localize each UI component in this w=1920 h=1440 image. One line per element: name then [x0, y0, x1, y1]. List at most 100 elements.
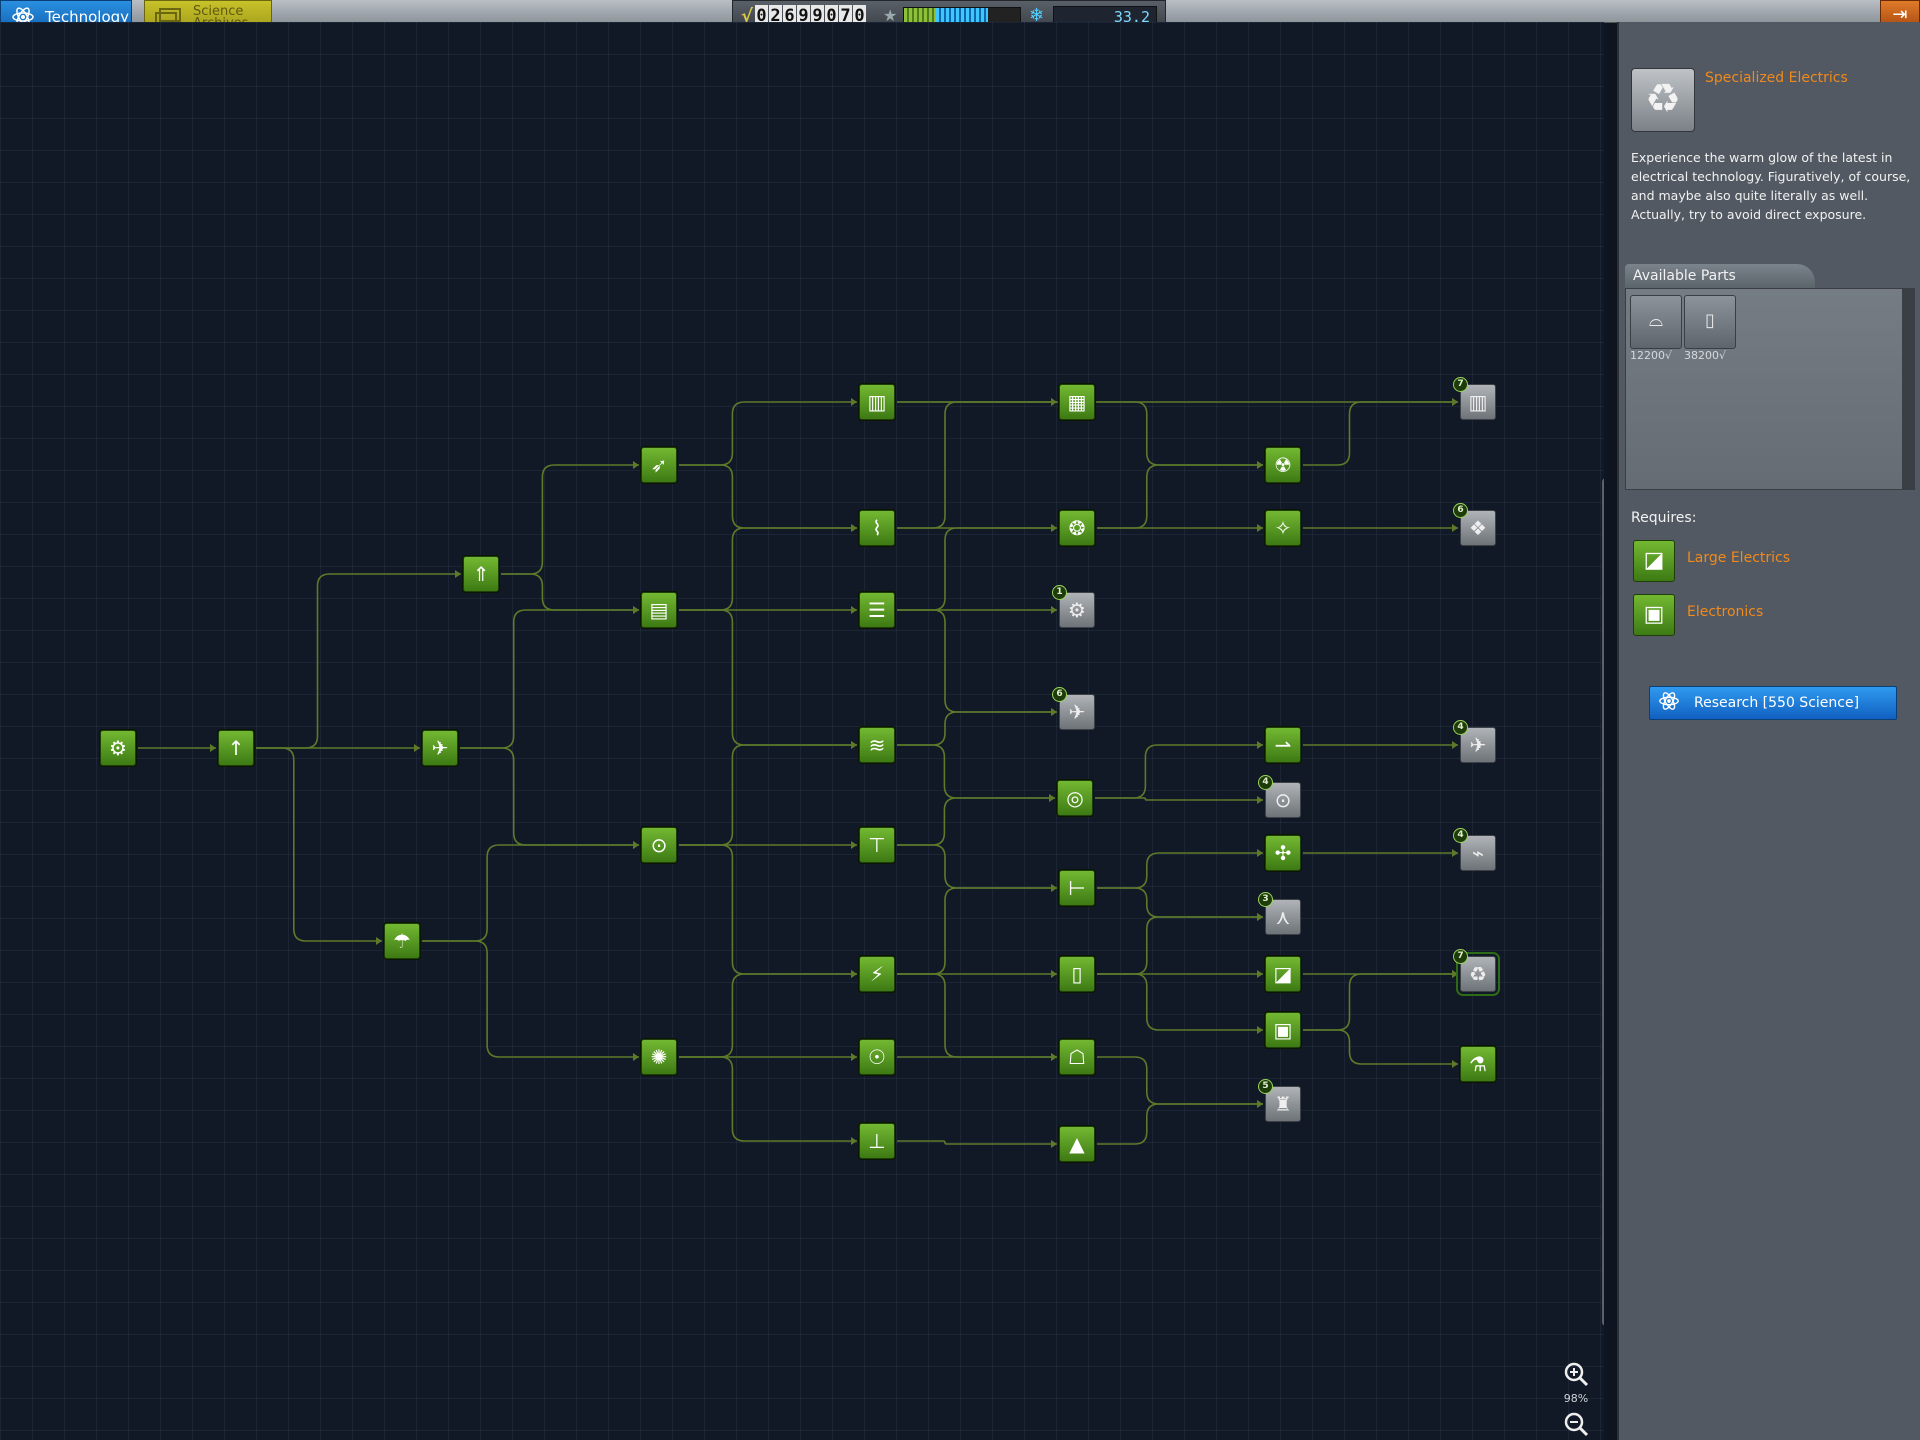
- tech-node-advRocketry[interactable]: ➶: [641, 447, 677, 483]
- tech-node-cost-badge: 5: [1258, 1079, 1273, 1094]
- tech-node-advElectrics[interactable]: ▯: [1059, 956, 1095, 992]
- tech-node-scienceTech[interactable]: ⚗: [1460, 1046, 1496, 1082]
- tab-technology[interactable]: Technology: [0, 0, 132, 34]
- tech-node-electronics[interactable]: ▣: [1265, 1012, 1301, 1048]
- tech-link-arrow: [851, 606, 857, 614]
- requires-item-name[interactable]: Large Electrics: [1687, 550, 1791, 566]
- tech-link: [1097, 401, 1263, 466]
- tech-link: [897, 797, 1055, 846]
- tech-node-advAerodynamics[interactable]: ⊙4: [1258, 775, 1301, 818]
- tech-link-arrow: [1452, 1060, 1458, 1068]
- tech-node-aviation[interactable]: ≋: [859, 727, 895, 763]
- large-electrics-icon[interactable]: ◪: [1633, 540, 1675, 582]
- tech-link-arrow: [210, 744, 216, 752]
- tech-node-landing[interactable]: ⊥: [859, 1123, 895, 1159]
- tech-node-veryHeavyRocketry[interactable]: ▦: [1059, 384, 1095, 420]
- reputation-icon: ★: [883, 6, 898, 25]
- research-button[interactable]: Research [550 Science]: [1649, 686, 1897, 720]
- tech-link-arrow: [851, 398, 857, 406]
- available-parts-list[interactable]: ⌓ 12200√ ▯ 38200√: [1625, 288, 1915, 490]
- tech-node-veryHeavyRocketry2[interactable]: ▥7: [1453, 377, 1496, 420]
- tech-node-heavyRocketry[interactable]: ▥: [859, 384, 895, 420]
- tech-node-basicRocketry[interactable]: ↑: [218, 730, 254, 766]
- tech-tree-canvas[interactable]: ⚙ ↑ ⇑ ✈ ☂ ➶ ▤ ⊙ ✺ ▥ ⌇ ☰ ≋ ⊤ ⚡ ☉ ⊥ ▦ ❂ ⚙1 ✈6 ◎ ⊢ ▯ ☖ ▲ ☢ ✧ ⇀ ⊙4 ✣ ⋏3 ◪ ▣ ♜5…: [0, 22, 1604, 1440]
- tech-node-icon: ▯: [1071, 962, 1083, 986]
- tech-link: [1097, 1056, 1263, 1105]
- tech-node-nuclearPropulsion[interactable]: ☢: [1265, 447, 1301, 483]
- tech-node-electrics[interactable]: ⚡: [859, 956, 895, 992]
- tech-link: [1097, 464, 1263, 529]
- tech-node-icon: ⋏: [1275, 905, 1291, 929]
- tech-link-arrow: [1051, 606, 1057, 614]
- tech-node-ionPropulsion[interactable]: ❖6: [1453, 503, 1496, 546]
- tech-link-arrow: [1257, 741, 1263, 749]
- tech-link: [1097, 973, 1263, 1031]
- tech-node-advMetalWorks[interactable]: ⋏3: [1258, 892, 1301, 935]
- tech-link: [1303, 1029, 1458, 1065]
- tech-node-largeElectrics[interactable]: ◪: [1265, 956, 1301, 992]
- part-price: 12200√: [1630, 349, 1673, 362]
- tech-node-icon: ➶: [650, 453, 668, 477]
- tech-node-survivability[interactable]: ☂: [384, 923, 420, 959]
- zoom-out-button[interactable]: [1562, 1410, 1590, 1438]
- tech-node-unmannedTech[interactable]: ⌁4: [1453, 828, 1496, 871]
- tech-link: [1303, 973, 1458, 1031]
- tech-node-precisionPropulsion[interactable]: ✧: [1265, 510, 1301, 546]
- tech-node-flightControl[interactable]: ⊙: [641, 827, 677, 863]
- tech-link: [460, 609, 639, 749]
- tech-node-icon: ◎: [1066, 786, 1084, 810]
- part-radial-panel[interactable]: ⌓: [1630, 295, 1682, 349]
- requires-item-name[interactable]: Electronics: [1687, 604, 1764, 620]
- electronics-icon[interactable]: ▣: [1633, 594, 1675, 636]
- tech-tree-links: [138, 398, 1458, 1148]
- tech-node-cost-badge: 6: [1052, 687, 1067, 702]
- zoom-in-button[interactable]: [1562, 1360, 1590, 1388]
- tech-node-spaceExploration[interactable]: ☉: [859, 1039, 895, 1075]
- tech-node-advExploration[interactable]: ⊢: [1059, 870, 1095, 906]
- tech-node-cost-badge: 7: [1453, 949, 1468, 964]
- tech-link: [897, 887, 1057, 975]
- tech-link-arrow: [633, 461, 639, 469]
- tech-node-specializedElectrics[interactable]: ♻7: [1453, 949, 1500, 996]
- tech-link-arrow: [1257, 524, 1263, 532]
- tech-node-specializedConstruction[interactable]: ▲: [1059, 1126, 1095, 1162]
- tech-link: [1095, 797, 1263, 801]
- tech-link-arrow: [1051, 524, 1057, 532]
- tech-node-hypersonicFlight[interactable]: ✈4: [1453, 720, 1496, 763]
- tech-link: [679, 744, 857, 846]
- tech-node-icon: ♻: [1469, 962, 1487, 986]
- tech-link: [1097, 916, 1263, 975]
- tech-node-propulsionSystems[interactable]: ❂: [1059, 510, 1095, 546]
- tech-node-advConstruction[interactable]: ☰: [859, 592, 895, 628]
- tech-link: [679, 973, 857, 1058]
- tech-node-icon: ⇀: [1274, 733, 1292, 757]
- tech-node-icon: ↑: [227, 736, 245, 760]
- tech-node-icon: ❂: [1068, 516, 1086, 540]
- tech-node-icon: ⊢: [1068, 876, 1086, 900]
- funds-counter: 0 2 6 9 9 0 7 0: [755, 5, 866, 27]
- tech-node-fuelSystems[interactable]: ⌇: [859, 510, 895, 546]
- funds-digit: 0: [825, 5, 838, 27]
- tech-node-generalRocketry[interactable]: ⇑: [463, 556, 499, 592]
- tech-node-start[interactable]: ⚙: [100, 730, 136, 766]
- tech-node-highAltitudeFlight[interactable]: ⇀: [1265, 727, 1301, 763]
- parts-scrollbar[interactable]: [1902, 289, 1914, 489]
- vertical-scrollbar[interactable]: [1602, 478, 1604, 1326]
- tech-node-heavyLanding[interactable]: ✣: [1265, 835, 1301, 871]
- tech-node-icon: ☂: [393, 929, 411, 953]
- tech-node-fieldScience[interactable]: ♜5: [1258, 1079, 1301, 1122]
- tech-node-flightTechnology[interactable]: ◎: [1057, 780, 1093, 816]
- available-parts-tab[interactable]: Available Parts: [1625, 264, 1815, 288]
- tech-node-advLanding[interactable]: ☖: [1059, 1039, 1095, 1075]
- tech-node-supersonicFlight[interactable]: ✈6: [1052, 687, 1095, 730]
- tech-link: [1097, 887, 1263, 918]
- tech-node-icon: ☰: [868, 598, 886, 622]
- tech-node-stability[interactable]: ✈: [422, 730, 458, 766]
- tech-node-advFlightControl[interactable]: ⊤: [859, 827, 895, 863]
- tech-node-generalConstruction[interactable]: ▤: [641, 592, 677, 628]
- tech-node-basicScience[interactable]: ✺: [641, 1039, 677, 1075]
- tech-node-icon: ⊥: [868, 1129, 886, 1153]
- part-battery-bank[interactable]: ▯: [1684, 295, 1736, 349]
- tech-node-cost-badge: 4: [1453, 720, 1468, 735]
- tech-node-actuators[interactable]: ⚙1: [1052, 585, 1095, 628]
